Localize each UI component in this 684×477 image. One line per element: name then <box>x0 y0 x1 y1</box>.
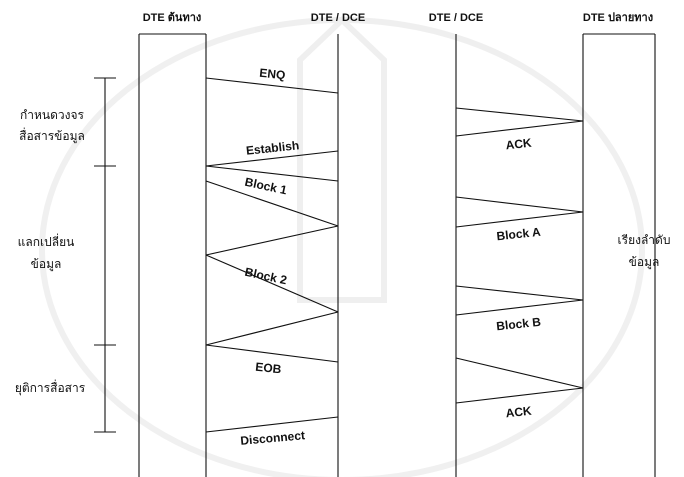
disconnect-label: Disconnect <box>240 428 306 448</box>
dest-note-line1: เรียงลำดับ <box>618 233 671 247</box>
establish-label: Establish <box>245 138 300 158</box>
ack2-label: ACK <box>505 404 533 421</box>
header-dte-dce-right: DTE / DCE <box>429 12 483 24</box>
header-dte-dce-left: DTE / DCE <box>311 12 365 24</box>
block-a-line-out <box>456 212 583 227</box>
block1-label: Block 1 <box>243 175 288 198</box>
phase-terminate-line1: ยุติการสื่อสาร <box>15 379 86 396</box>
header-dest-dte: DTE ปลายทาง <box>583 11 653 24</box>
block-a-line-in <box>456 197 583 212</box>
block-b-line-in <box>456 286 583 300</box>
ack1-label: ACK <box>505 136 533 153</box>
block2-label: Block 2 <box>243 265 288 288</box>
ack1-line-out <box>456 121 583 136</box>
header-source-dte: DTE ต้นทาง <box>143 11 202 24</box>
ack1-line-in <box>456 108 583 121</box>
eob-line <box>206 345 338 362</box>
phase-transfer-line2: ข้อมูล <box>31 257 62 272</box>
enq-label: ENQ <box>259 66 286 83</box>
block-b-label: Block B <box>496 315 542 334</box>
eob-label: EOB <box>255 360 283 377</box>
phase-transfer-line1: แลกเปลี่ยน <box>18 233 75 249</box>
right-message-lines <box>456 108 583 403</box>
disconnect-line <box>206 417 338 432</box>
phase-establish-line2: สื่อสารข้อมูล <box>19 127 85 144</box>
dest-note-line2: ข้อมูล <box>629 255 660 270</box>
phase-establish-line1: กำหนดวงจร <box>20 108 85 122</box>
block-a-label: Block A <box>496 225 542 244</box>
ack2-line-in <box>456 358 583 388</box>
block2-return-line <box>206 312 338 345</box>
block1-line-top <box>206 166 338 181</box>
ack2-line-out <box>456 388 583 403</box>
block-b-line-out <box>456 300 583 315</box>
watermark-emblem <box>42 20 642 477</box>
block1-return-line <box>206 226 338 255</box>
left-message-lines <box>206 78 338 432</box>
